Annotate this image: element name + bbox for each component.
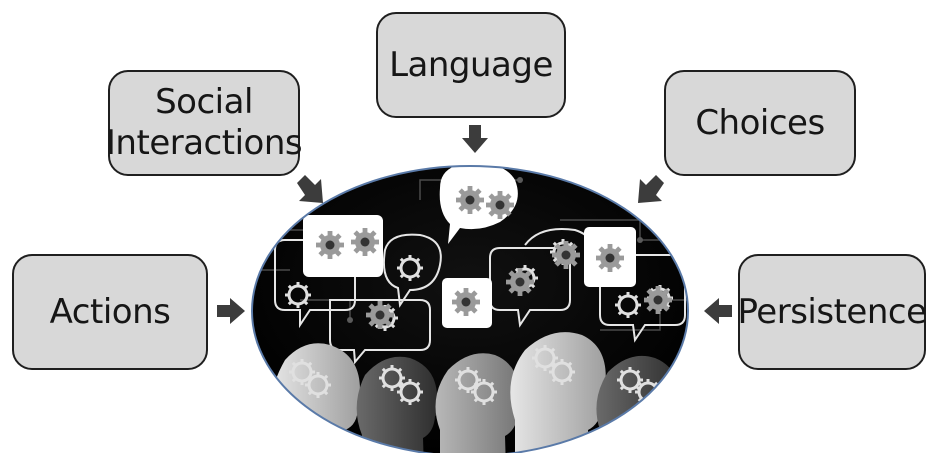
actions-label: Actions: [49, 291, 171, 332]
persistence-box: Persistence: [737, 254, 927, 370]
social-label-line2: Interactions: [105, 123, 303, 163]
persistence-label: Persistence: [737, 291, 927, 332]
actions-box: Actions: [12, 254, 208, 370]
arrow-down-icon: [462, 125, 488, 153]
arrow-left-icon: [704, 298, 732, 324]
arrow-diagonal-left-icon: [638, 175, 664, 203]
choices-label: Choices: [695, 102, 825, 143]
choices-box: Choices: [664, 70, 856, 176]
social-label-line1: Social: [155, 82, 253, 123]
arrow-right-icon: [217, 298, 245, 324]
language-label: Language: [389, 44, 553, 85]
language-box: Language: [376, 12, 566, 118]
arrow-diagonal-right-icon: [297, 175, 323, 203]
social-interactions-box: Social Interactions: [105, 70, 303, 176]
